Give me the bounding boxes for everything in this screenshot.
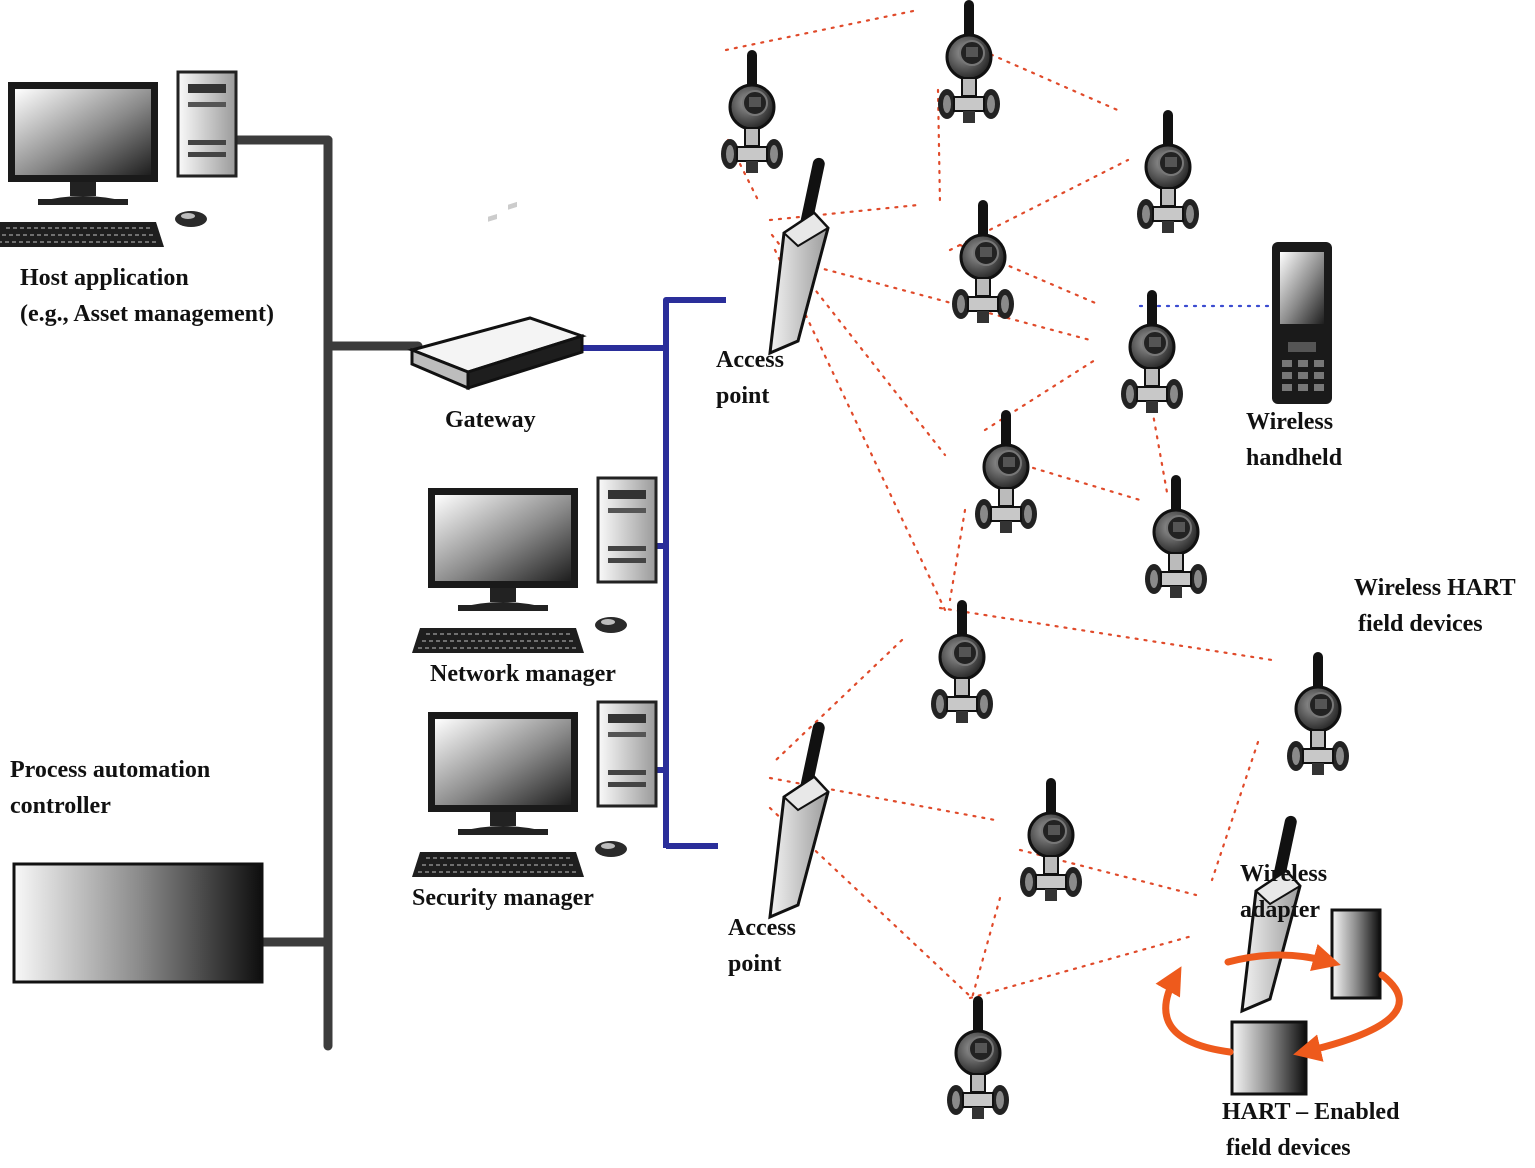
hart-enabled-field-devices-label: HART – Enabled field devices: [1222, 1099, 1400, 1161]
security-manager-computer-icon: [410, 700, 658, 879]
wireless-transmitter-icon: [936, 0, 1002, 125]
gateway-label: Gateway: [445, 407, 536, 433]
process-controller-icon: [12, 862, 264, 984]
wireless-transmitter-icon: [929, 598, 995, 725]
wireless-adapter-label: Wireless adapter: [1240, 861, 1328, 923]
wireless-transmitter-icon: [1135, 108, 1201, 235]
host-computer-icon: [0, 70, 238, 249]
wireless-transmitter-icon: [973, 408, 1039, 535]
network-manager-computer-icon: [410, 476, 658, 655]
wireless-transmitter-icon: [950, 198, 1016, 325]
wireless-handheld-icon: [1272, 242, 1332, 404]
access-point-bottom-icon: [768, 719, 830, 919]
manager-bus: [582, 297, 726, 849]
gateway-to-ap-top: [582, 297, 726, 351]
wireless-transmitter-icon: [945, 994, 1011, 1121]
wireless-handheld-label: Wireless handheld: [1246, 409, 1343, 471]
access-point-top-label: Access point: [716, 347, 784, 409]
hart-field-device-icon: [1230, 1020, 1308, 1096]
process-controller-label: Process automation controller: [10, 757, 211, 819]
wireless-transmitter-icon: [1119, 288, 1185, 415]
wirelesshart-field-devices-label: Wireless HART field devices: [1354, 575, 1516, 637]
host-application-label: Host application (e.g., Asset management…: [20, 265, 274, 327]
security-manager-label: Security manager: [412, 885, 594, 911]
access-point-top-icon: [768, 155, 830, 355]
wireless-transmitter-icon: [1018, 776, 1084, 903]
wireless-transmitter-icon: [1143, 473, 1209, 600]
access-point-bottom-label: Access point: [728, 915, 796, 977]
gateway-router-icon: [407, 201, 587, 391]
hart-communication-loop: [1155, 943, 1403, 1062]
wireless-transmitter-icon: [1285, 650, 1351, 777]
wireless-transmitter-icon: [719, 48, 785, 175]
network-manager-label: Network manager: [430, 661, 616, 687]
wired-backbone: [221, 135, 423, 1051]
hart-field-device-icon: [1330, 908, 1382, 1000]
